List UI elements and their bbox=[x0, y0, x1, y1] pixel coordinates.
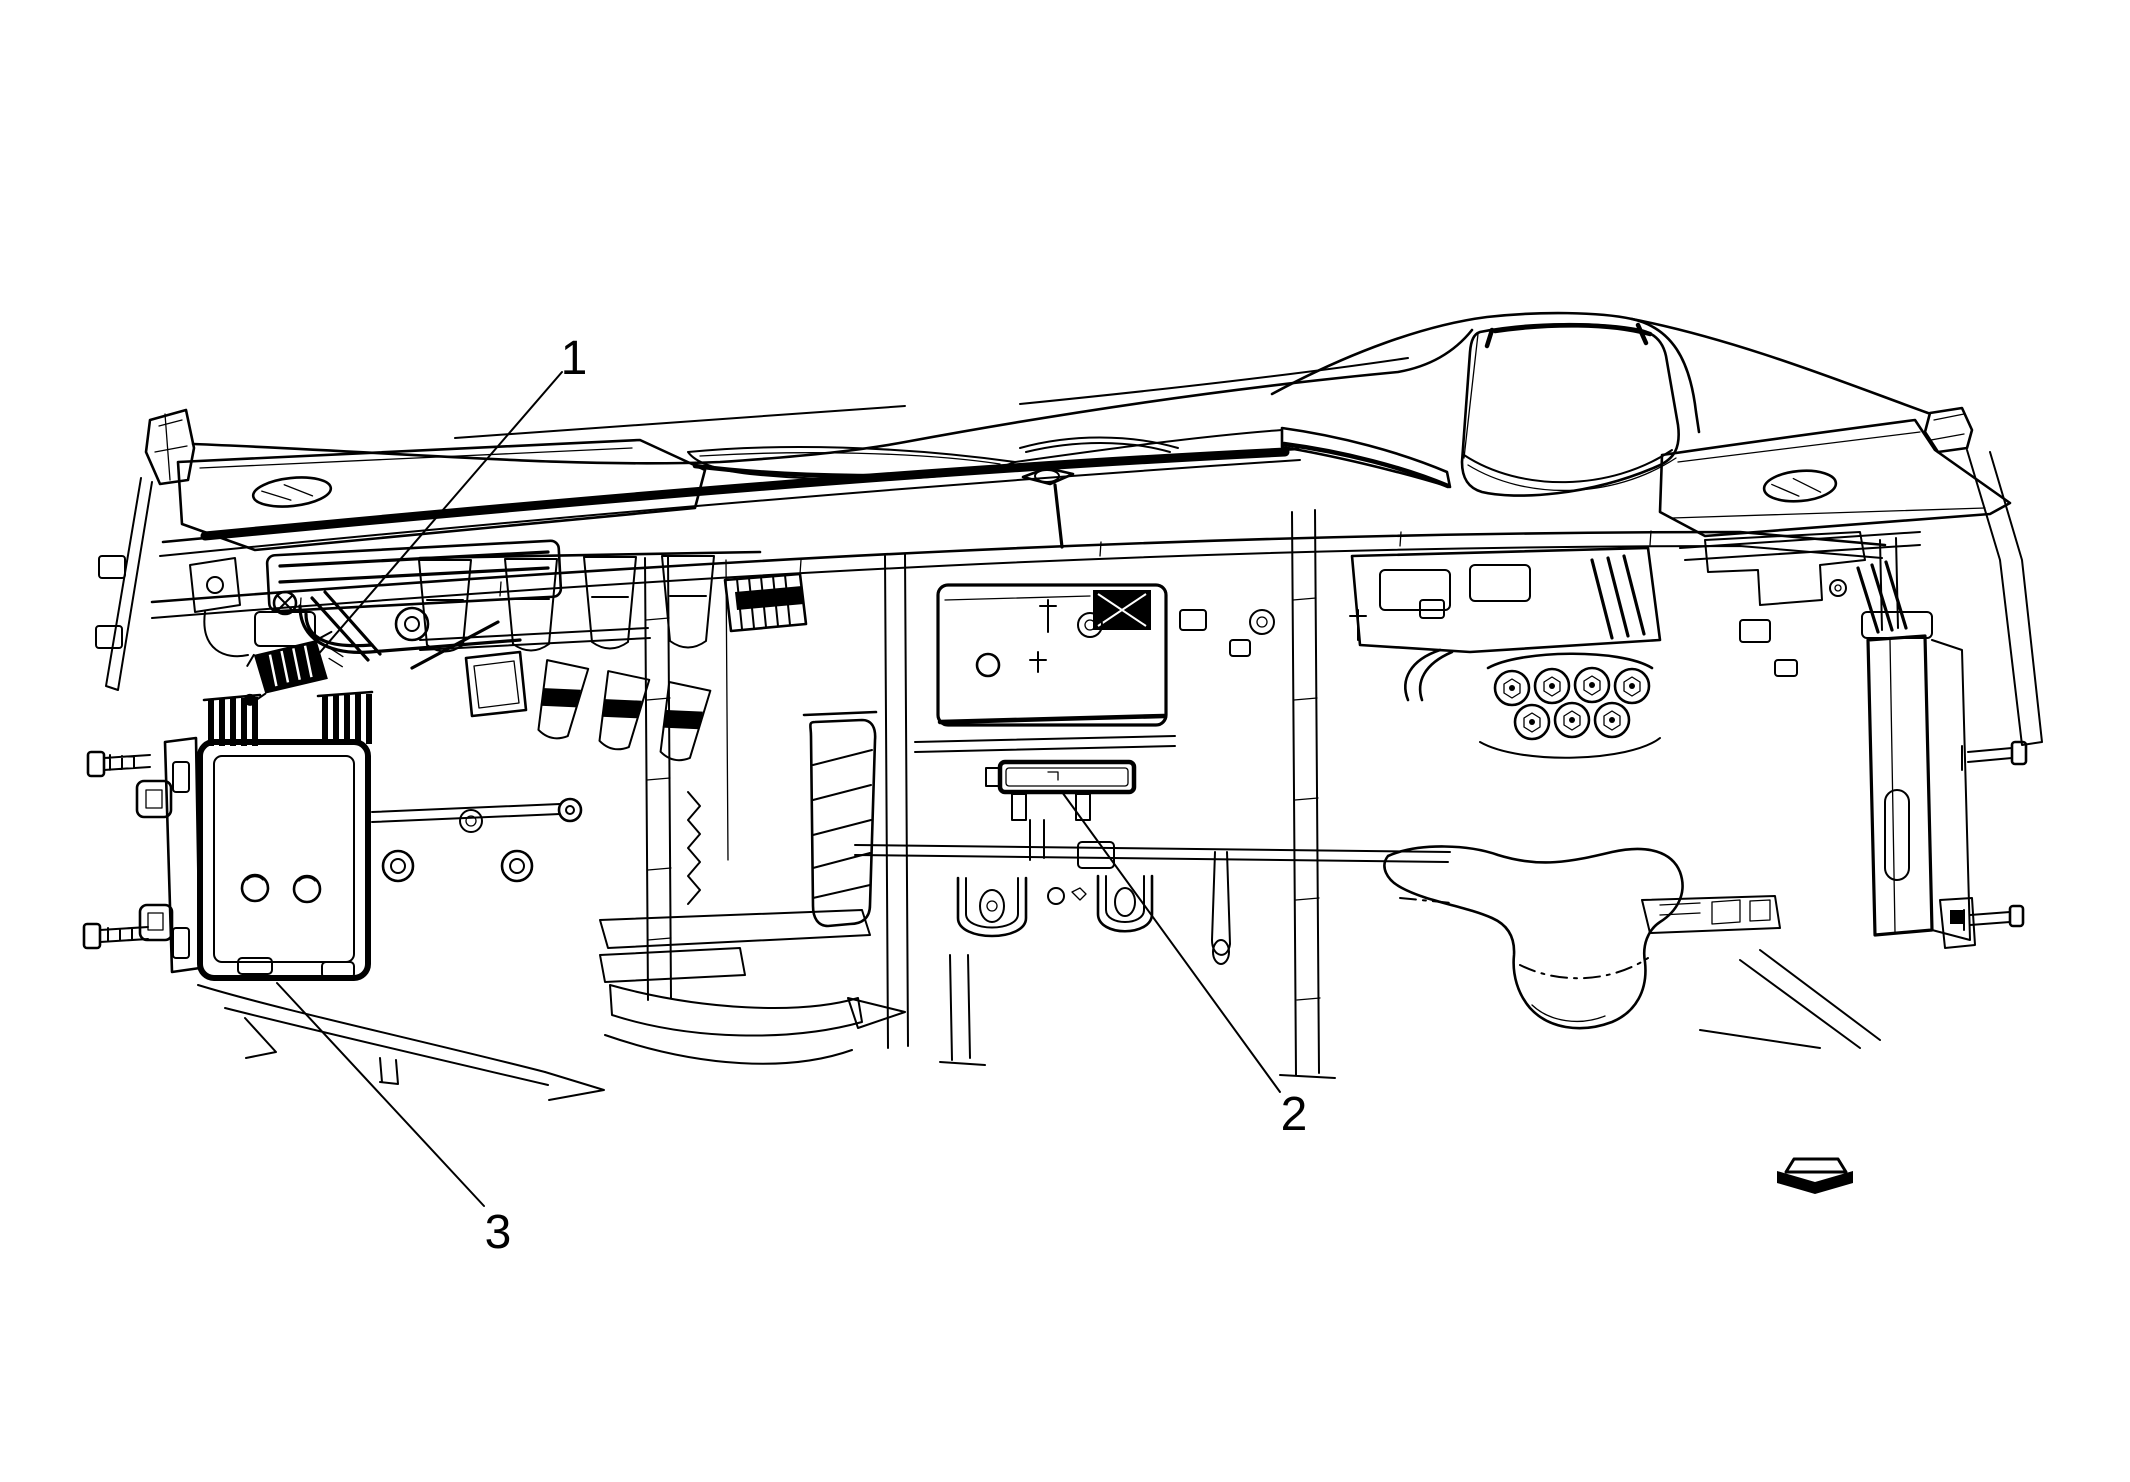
item3-module-bcm bbox=[82, 690, 605, 1101]
callout-1-label: 1 bbox=[561, 332, 588, 385]
callout-3-leader bbox=[276, 982, 485, 1207]
hvac-housing bbox=[1350, 531, 1908, 759]
mounting-screw bbox=[82, 922, 149, 950]
carrier-beam bbox=[150, 530, 1921, 863]
blower-honeycomb bbox=[1479, 652, 1661, 759]
callout-1-leader bbox=[315, 371, 563, 658]
left-speaker-cutout bbox=[251, 476, 333, 508]
beam-hardware bbox=[1039, 599, 1798, 677]
mounting-bolt bbox=[1961, 740, 2028, 771]
dash-front-edge-band bbox=[159, 447, 1301, 557]
steering-column-area bbox=[189, 539, 808, 662]
center-stack bbox=[644, 553, 1176, 1049]
defroster-vent-slot bbox=[687, 426, 1452, 489]
callout-2-leader bbox=[1061, 791, 1281, 1093]
right-end-assembly bbox=[1699, 611, 2028, 1049]
front-of-vehicle-direction-icon bbox=[1777, 1157, 1853, 1194]
mounting-screw bbox=[86, 750, 151, 778]
hvac-duct-cups bbox=[410, 550, 762, 762]
callout-2-label: 2 bbox=[1281, 1088, 1308, 1141]
item2-module bbox=[985, 759, 1137, 869]
instrument-cluster-hood bbox=[1270, 311, 1930, 497]
callout-3-label: 3 bbox=[485, 1206, 512, 1259]
floor-air-duct bbox=[1383, 845, 1781, 1030]
floor-brackets bbox=[599, 509, 1453, 1079]
callouts: 1 2 3 bbox=[276, 332, 1308, 1259]
dash-top-deck bbox=[95, 328, 2043, 746]
right-speaker-cutout bbox=[1762, 469, 1838, 503]
